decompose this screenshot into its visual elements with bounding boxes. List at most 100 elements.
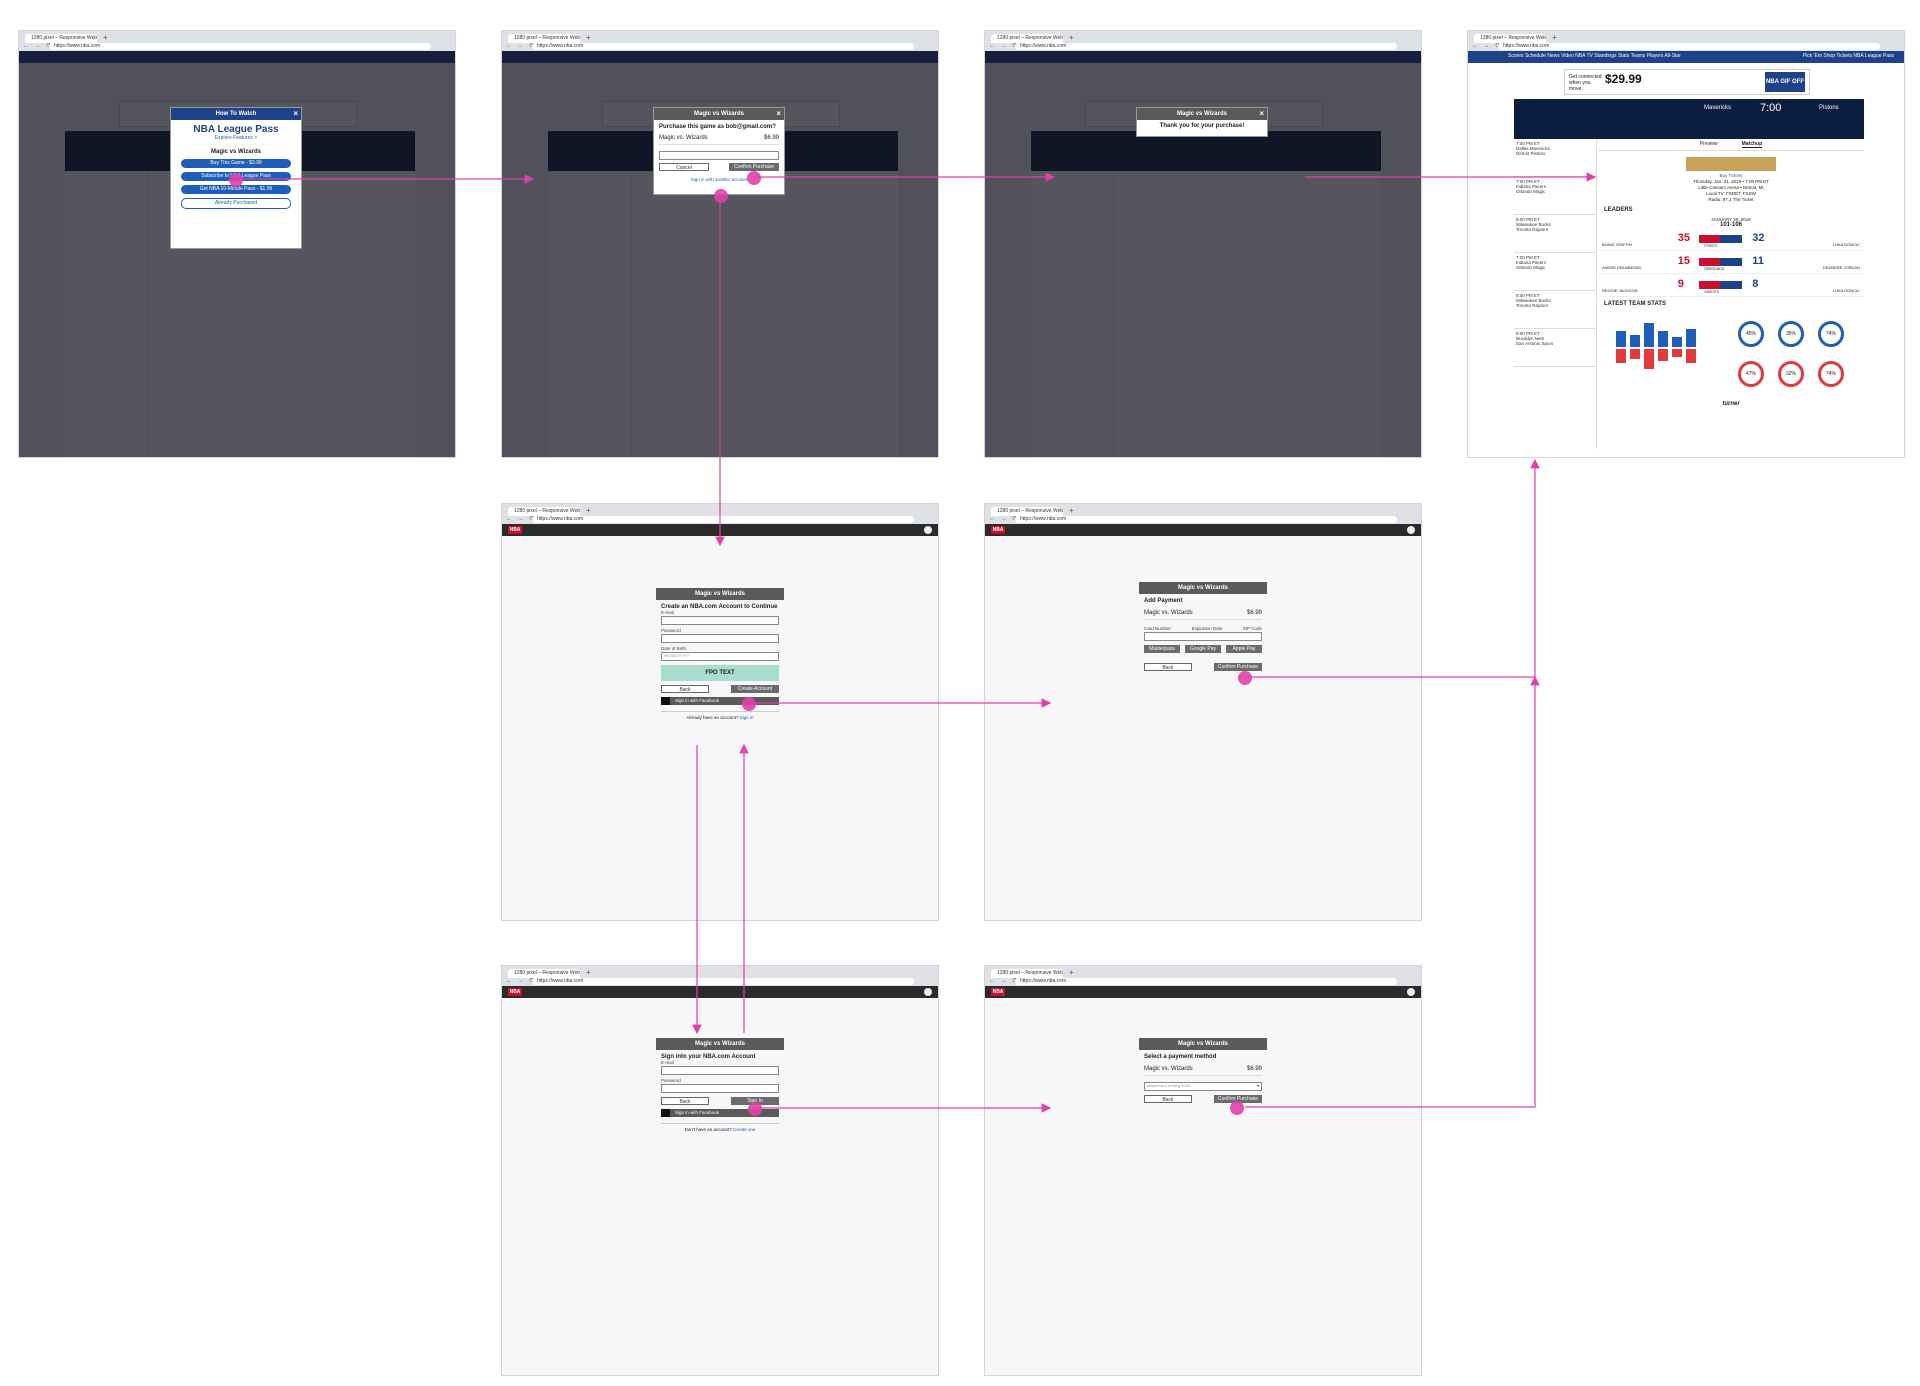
browser-tab[interactable]: 1280 pixel – Responsive Web: [1474, 34, 1546, 43]
browser-tab[interactable]: 1280 pixel – Responsive Web: [991, 969, 1063, 978]
facebook-button[interactable]: Sign in with Facebook: [661, 697, 779, 705]
nav-buttons-icon[interactable]: ← → ⟳: [506, 43, 537, 49]
stat-bar: [1616, 331, 1626, 347]
sign-in-other-link[interactable]: Sign in with another account: [690, 177, 748, 182]
new-tab-icon[interactable]: +: [1069, 33, 1074, 42]
masterpass-button[interactable]: Masterpass: [1144, 645, 1180, 653]
new-tab-icon[interactable]: +: [1552, 33, 1557, 42]
address-bar[interactable]: https://www.nba.com: [49, 43, 431, 50]
payment-select[interactable]: [659, 151, 779, 160]
browser-chrome: 1280 pixel – Responsive Web + ← → ⟳ http…: [502, 966, 938, 986]
back-button[interactable]: Back: [1144, 1095, 1192, 1103]
away-value: 35: [1677, 232, 1691, 244]
nav-right-items[interactable]: Pick 'Em Shop Tickets NBA League Pass: [1802, 53, 1894, 59]
address-bar[interactable]: https://www.nba.com: [1498, 43, 1880, 50]
address-bar[interactable]: https://www.nba.com: [1015, 43, 1397, 50]
fg-ring-red: 47%: [1738, 361, 1764, 387]
buy-tickets-link[interactable]: Buy Tickets: [1719, 173, 1743, 178]
tab-matchup[interactable]: Matchup: [1741, 141, 1763, 148]
new-tab-icon[interactable]: +: [1069, 968, 1074, 977]
confirm-purchase-button[interactable]: Confirm Purchase: [1214, 663, 1262, 671]
apple-pay-button[interactable]: Apple Pay: [1226, 645, 1262, 653]
nba-logo[interactable]: NBA: [508, 526, 522, 534]
address-bar[interactable]: https://www.nba.com: [532, 516, 914, 523]
close-icon[interactable]: ×: [293, 109, 298, 118]
tap-indicator: [742, 697, 756, 711]
nba-logo[interactable]: NBA: [991, 526, 1005, 534]
browser-tab[interactable]: 1280 pixel – Responsive Web: [508, 507, 580, 516]
back-button[interactable]: Back: [1144, 663, 1192, 671]
create-account-button[interactable]: Create Account: [731, 685, 779, 693]
nba-logo[interactable]: NBA: [508, 988, 522, 996]
nav-buttons-icon[interactable]: ← → ⟳: [989, 43, 1020, 49]
stat-bar: [1672, 349, 1682, 357]
nba-logo[interactable]: NBA: [991, 988, 1005, 996]
confirm-purchase-button[interactable]: Confirm Purchase: [1214, 1095, 1262, 1103]
payment-dropdown[interactable]: Mastercard ending 4242 ▾: [1144, 1082, 1262, 1091]
ten-minute-pass-button[interactable]: Get NBA 10-Minute Pass - $1.99: [181, 185, 291, 194]
nav-buttons-icon[interactable]: ← → ⟳: [989, 516, 1020, 522]
ad-banner[interactable]: Get connected when you move. $29.99 NBA …: [1564, 69, 1810, 95]
back-button[interactable]: Back: [661, 685, 709, 693]
user-icon[interactable]: [924, 526, 932, 534]
tap-indicator: [1238, 671, 1252, 685]
google-pay-button[interactable]: Google Pay: [1185, 645, 1221, 653]
sign-in-button[interactable]: Sign In: [731, 1097, 779, 1105]
sign-in-link[interactable]: Sign in: [739, 715, 754, 720]
tab-preview[interactable]: Preview: [1699, 141, 1718, 147]
user-icon[interactable]: [924, 988, 932, 996]
nav-buttons-icon[interactable]: ← → ⟳: [989, 978, 1020, 984]
close-icon[interactable]: ×: [776, 109, 781, 118]
nav-buttons-icon[interactable]: ← → ⟳: [506, 516, 537, 522]
buy-game-button[interactable]: Buy This Game - $3.99: [181, 159, 291, 168]
close-icon[interactable]: ×: [1259, 109, 1264, 118]
new-tab-icon[interactable]: +: [103, 33, 108, 42]
dob-field[interactable]: MM/DD/YYYY: [661, 652, 779, 661]
facebook-button[interactable]: Sign in with Facebook: [661, 1109, 779, 1117]
address-bar[interactable]: https://www.nba.com: [532, 43, 914, 50]
confirm-purchase-button[interactable]: Confirm Purchase: [729, 163, 779, 171]
arena-text: Little Caesars Arena • Detroit, MI: [1698, 185, 1764, 190]
user-icon[interactable]: [1407, 988, 1415, 996]
browser-tab[interactable]: 1280 pixel – Responsive Web: [25, 34, 97, 43]
browser-tab[interactable]: 1280 pixel – Responsive Web: [991, 34, 1063, 43]
email-field[interactable]: [661, 616, 779, 625]
address-bar[interactable]: https://www.nba.com: [1015, 516, 1397, 523]
screen-select-payment: 1280 pixel – Responsive Web + ← → ⟳ http…: [984, 965, 1422, 1376]
address-bar[interactable]: https://www.nba.com: [532, 978, 914, 985]
email-field[interactable]: [661, 1066, 779, 1075]
new-tab-icon[interactable]: +: [586, 33, 591, 42]
back-button[interactable]: Back: [661, 1097, 709, 1105]
new-tab-icon[interactable]: +: [586, 506, 591, 515]
new-tab-icon[interactable]: +: [586, 968, 591, 977]
explore-link[interactable]: Explore Features >: [214, 135, 258, 141]
browser-tab[interactable]: 1280 pixel – Responsive Web: [508, 34, 580, 43]
address-bar[interactable]: https://www.nba.com: [1015, 978, 1397, 985]
browser-tab[interactable]: 1280 pixel – Responsive Web: [991, 507, 1063, 516]
nav-buttons-icon[interactable]: ← → ⟳: [23, 43, 54, 49]
cancel-button[interactable]: Cancel: [659, 163, 709, 171]
leaders-heading: LEADERS: [1604, 207, 1633, 213]
create-one-link[interactable]: Create one: [733, 1127, 756, 1132]
nav-items[interactable]: Scores Schedule News Video NBA TV Standi…: [1508, 53, 1681, 59]
user-icon[interactable]: [1407, 526, 1415, 534]
nba-header: NBA: [502, 986, 938, 998]
browser-chrome: 1280 pixel – Responsive Web + ← → ⟳ http…: [502, 504, 938, 524]
browser-tab[interactable]: 1280 pixel – Responsive Web: [508, 969, 580, 978]
expiry-label: Expiration Date: [1191, 626, 1223, 631]
already-purchased-button[interactable]: Already Purchased: [181, 198, 291, 209]
card-field[interactable]: [1144, 632, 1262, 641]
password-field[interactable]: [661, 1084, 779, 1093]
nav-buttons-icon[interactable]: ← → ⟳: [506, 978, 537, 984]
stat-bar: [1686, 329, 1696, 347]
stat-bar: [1630, 335, 1640, 347]
new-tab-icon[interactable]: +: [1069, 506, 1074, 515]
nav-buttons-icon[interactable]: ← → ⟳: [1472, 43, 1503, 49]
password-field[interactable]: [661, 634, 779, 643]
